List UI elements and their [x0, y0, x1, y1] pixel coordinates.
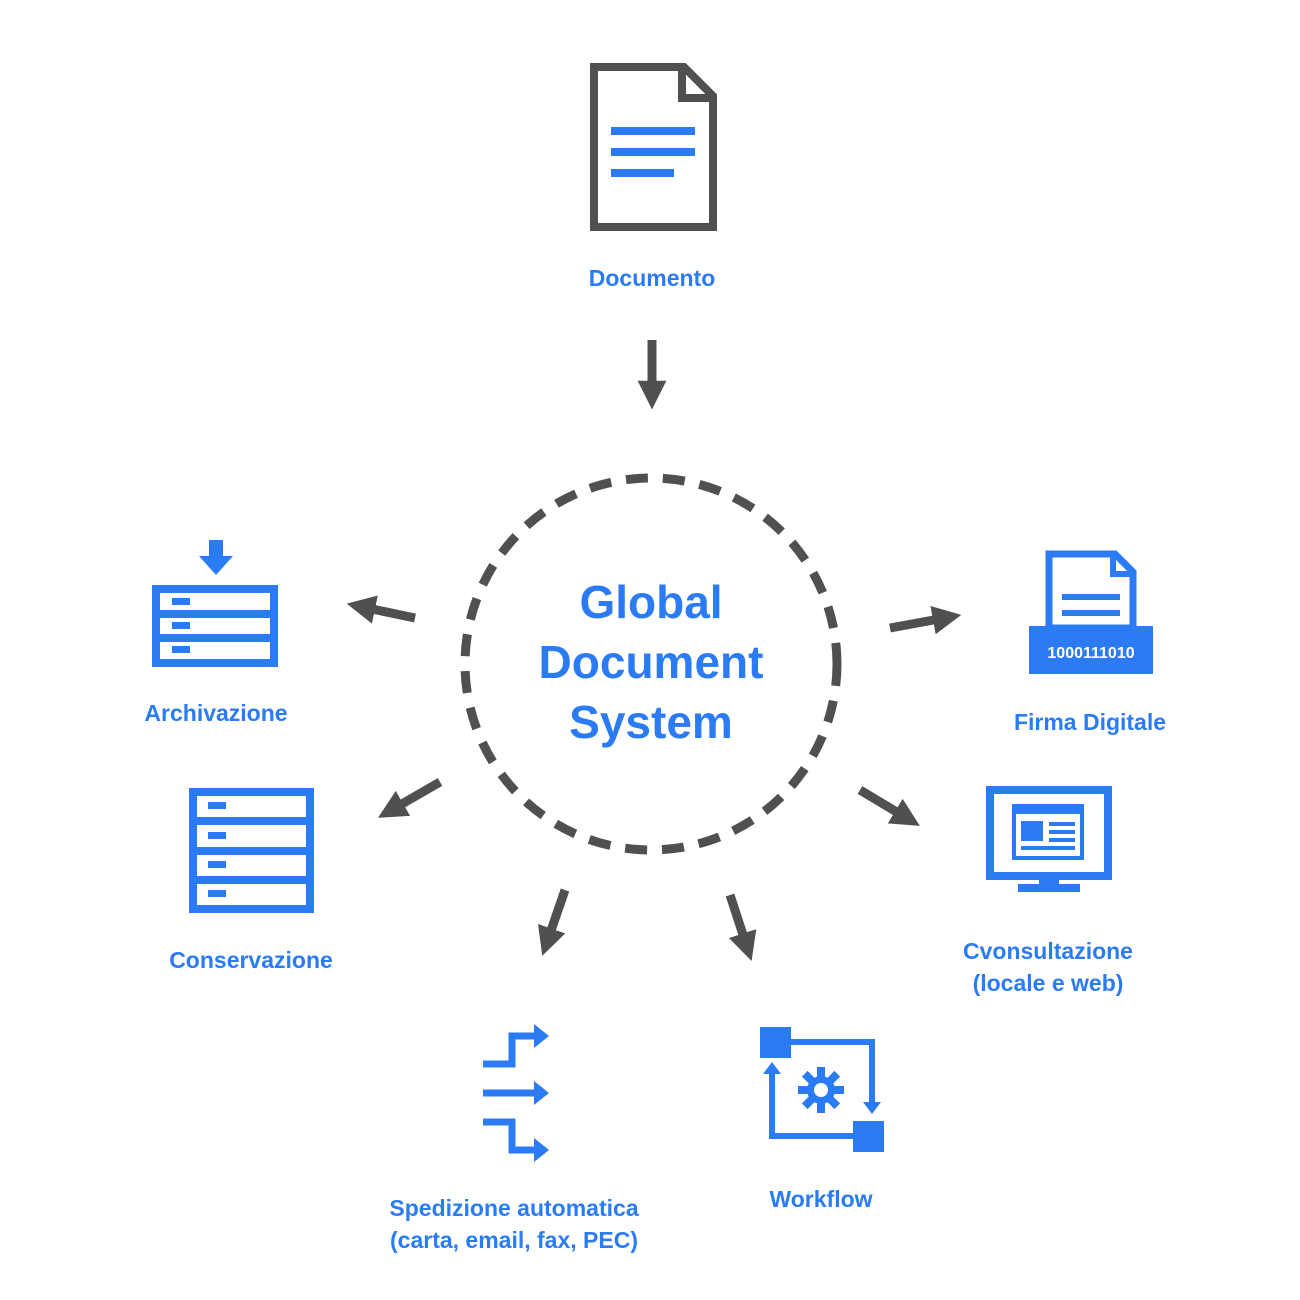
label-conservazione: Conservazione: [169, 947, 333, 973]
workflow-gear-icon: [760, 1027, 884, 1152]
binary-code-text: 1000111010: [1047, 645, 1134, 662]
arrow-hub-to-firma: [889, 605, 962, 635]
document-icon: [590, 63, 717, 231]
label-spedizione-line-1: Spedizione automatica: [389, 1195, 639, 1221]
hub-title-line-2: Document: [538, 636, 764, 688]
label-consultazione-line-2: (locale e web): [972, 970, 1124, 996]
routing-arrows-icon: [483, 1032, 536, 1154]
label-workflow: Workflow: [769, 1186, 873, 1212]
server-stack-icon: [189, 788, 314, 913]
central-hub-circle: [460, 473, 842, 855]
monitor-icon: [986, 786, 1112, 892]
signed-document-icon: 1000111010: [1029, 550, 1153, 674]
gear-icon: [798, 1067, 844, 1113]
connector-arrows: [346, 340, 962, 961]
label-documento: Documento: [588, 265, 716, 291]
archive-server-icon: [152, 540, 278, 667]
label-spedizione: Spedizione automatica (carta, email, fax…: [354, 1192, 674, 1256]
label-consultazione-line-1: Cvonsultazione: [963, 938, 1133, 964]
arrow-hub-to-conservazione: [378, 778, 443, 818]
hub-title-line-1: Global: [579, 576, 723, 628]
arrow-hub-to-archivazione: [346, 595, 416, 624]
label-consultazione: Cvonsultazione (locale e web): [928, 935, 1168, 999]
hub-title: Global Document System: [480, 572, 822, 752]
arrow-hub-to-spedizione: [538, 888, 570, 956]
hub-title-line-3: System: [569, 696, 733, 748]
label-spedizione-line-2: (carta, email, fax, PEC): [390, 1227, 638, 1253]
label-archivazione: Archivazione: [144, 700, 288, 726]
label-firma-digitale: Firma Digitale: [1013, 709, 1167, 735]
arrow-hub-to-consultazione: [857, 786, 920, 826]
arrow-hub-to-workflow: [725, 893, 757, 961]
